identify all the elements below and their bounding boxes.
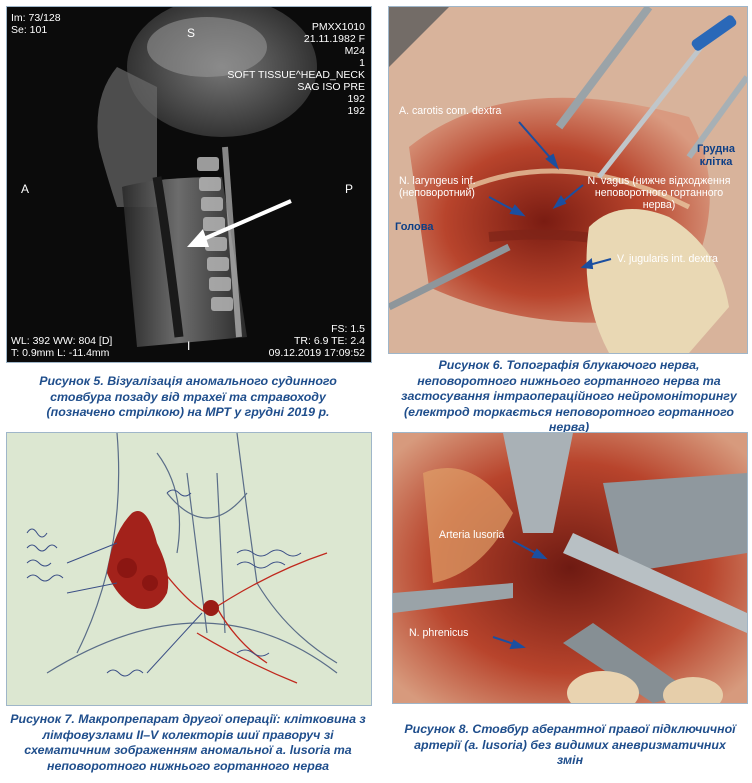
mri-orient-left: A	[21, 182, 30, 196]
mri-dob-sex: 21.11.1982 F	[303, 33, 365, 45]
label-jugularis: V. jugularis int. dextra	[617, 253, 718, 265]
mri-scan-image	[7, 7, 371, 362]
label-laryngeus: N. laryngeus inf. (неповоротний)	[399, 175, 476, 199]
mri-arrow	[187, 199, 292, 247]
mri-matrix-1: 192	[347, 93, 365, 105]
figure-5-caption: Рисунок 5. Візуалізація аномального суди…	[39, 374, 337, 419]
mri-orient-bottom: I	[187, 339, 191, 353]
surgery-image-6	[389, 7, 747, 353]
label-chest: Грудна клітка	[697, 143, 735, 168]
figure-6-caption: Рисунок 6. Топографія блукаючого нерва, …	[401, 358, 737, 434]
figure-6-surgery-photo: A. carotis com. dextra N. laryngeus inf.…	[388, 6, 748, 354]
label-carotis: A. carotis com. dextra	[399, 105, 502, 117]
mri-thickness: T: 0.9mm L: -11.4mm	[11, 347, 110, 359]
mri-orient-top: S	[187, 26, 196, 40]
figure-7-specimen-photo	[6, 432, 372, 706]
mri-series: Se: 101	[11, 24, 48, 36]
label-arteria-lusoria: Arteria lusoria	[439, 529, 505, 541]
mri-datetime: 09.12.2019 17:09:52	[268, 347, 365, 359]
mri-sequence: SAG ISO PRE	[297, 81, 365, 93]
mri-window: WL: 392 WW: 804 [D]	[11, 335, 113, 347]
surgery-image-8	[393, 433, 747, 703]
label-head: Голова	[395, 221, 434, 233]
figure-8-surgery-photo: Arteria lusoria N. phrenicus	[392, 432, 748, 704]
mri-tr-te: TR: 6.9 TE: 2.4	[293, 335, 365, 347]
mri-fs: FS: 1.5	[331, 323, 365, 335]
label-vagus: N. vagus (нижче відходження неповоротног…	[587, 175, 731, 211]
figure-7-caption: Рисунок 7. Макропрепарат другої операції…	[10, 712, 366, 773]
mri-image-number: Im: 73/128	[11, 12, 61, 24]
mri-number: 1	[359, 57, 365, 69]
mri-matrix-2: 192	[347, 105, 365, 117]
label-phrenicus: N. phrenicus	[409, 627, 469, 639]
specimen-drawing	[7, 433, 371, 705]
mri-age: M24	[344, 45, 365, 57]
figure-8-caption: Рисунок 8. Стовбур аберантної правої під…	[404, 722, 736, 767]
mri-patient-id: PMXX1010	[311, 21, 365, 33]
mri-orient-right: P	[345, 182, 354, 196]
mri-protocol: SOFT TISSUE^HEAD_NECK	[227, 69, 365, 81]
figure-5-mri: Im: 73/128 Se: 101 S PMXX1010 21.11.1982…	[6, 6, 372, 363]
